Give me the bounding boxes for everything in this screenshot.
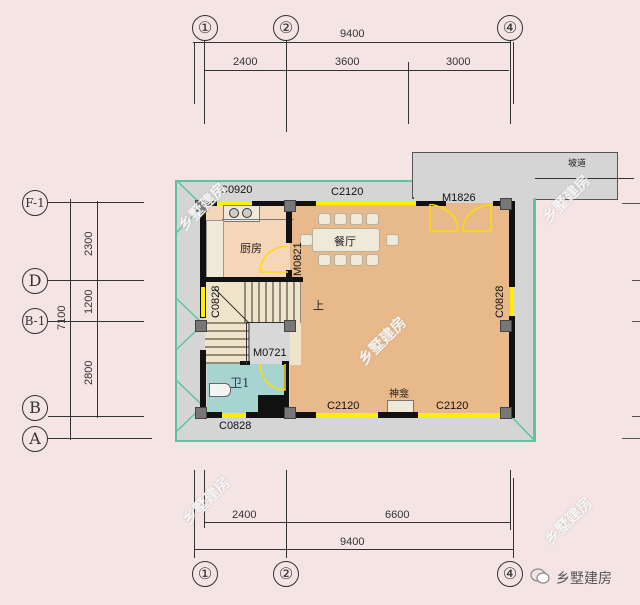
wall-bottom (200, 412, 222, 418)
window-c0828-left (201, 287, 205, 317)
wall-kitchen-right (286, 201, 292, 243)
dim-total-bottom: 9400 (340, 536, 365, 548)
window-c0828-right (510, 287, 514, 316)
column (195, 320, 207, 332)
axis-bubble-A: A (22, 426, 48, 452)
axis-bubble-4-top: ④ (497, 15, 523, 41)
axis-bubble-D: D (22, 268, 48, 294)
dim-seg-1-left: 2300 (83, 231, 95, 256)
dim-seg-3-left: 2800 (83, 360, 95, 385)
dim-total-left: 7100 (56, 305, 68, 330)
dim-line-segments-top (204, 70, 509, 71)
door-m0721-swing (259, 364, 286, 391)
axis-bubble-1-bottom: ① (192, 561, 218, 587)
label-c2120-bottom-right: C2120 (436, 400, 469, 412)
axis-bubble-B1: B-1 (22, 308, 48, 334)
brand-label: 乡墅建房 (556, 570, 612, 586)
wall-top-left (200, 201, 217, 206)
axis-bubble-2-top: ② (273, 15, 299, 41)
label-c0828-right: C0828 (494, 285, 506, 318)
column (500, 198, 512, 210)
column (284, 320, 296, 332)
window-c0828-bottom (222, 413, 246, 417)
stove-burner-2 (242, 208, 252, 218)
wall-left (200, 201, 206, 318)
axis-bubble-B: B (22, 395, 48, 421)
window-c0920 (217, 202, 252, 205)
dim-line-segments-bottom (204, 522, 510, 523)
wall-kitchen-bottom (200, 277, 303, 282)
shower-tray (258, 395, 286, 414)
column (284, 200, 296, 212)
dim-line-total-left (70, 199, 71, 440)
ramp-arrow-line (522, 178, 634, 179)
shrine-label: 神龛 (389, 389, 409, 400)
dim-seg-2-top: 3600 (335, 56, 360, 68)
wechat-icon (530, 568, 550, 584)
dim-seg-3-top: 3000 (446, 56, 471, 68)
axis-bubble-F1: F-1 (22, 190, 48, 216)
bathroom-label: 卫1 (230, 376, 250, 390)
kitchen-label: 厨房 (240, 242, 262, 255)
window-c2120-bottom-left (316, 413, 378, 417)
wall-bath-top (240, 361, 250, 365)
watermark: 乡墅建房 (178, 473, 234, 529)
kitchen-side-counter (206, 220, 224, 278)
label-c0828-left: C0828 (210, 285, 222, 318)
dim-total-top: 9400 (340, 28, 365, 40)
label-c2120-bottom-left: C2120 (327, 400, 360, 412)
label-c0828-bottom: C0828 (219, 420, 252, 432)
stair-up-label: 上 (313, 299, 324, 312)
column (500, 320, 512, 332)
dim-seg-2-left: 1200 (83, 289, 95, 314)
door-m1826-swing (429, 204, 492, 232)
dim-seg-1-bottom: 2400 (232, 509, 257, 521)
staircase (205, 281, 301, 365)
column (195, 407, 207, 419)
toilet (209, 383, 231, 397)
column (284, 407, 296, 419)
label-m1826: M1826 (442, 192, 476, 204)
door-m0821-swing (259, 246, 289, 273)
axis-bubble-1-top: ① (192, 15, 218, 41)
label-c0920: C0920 (220, 184, 253, 196)
dining-table (312, 228, 380, 252)
dim-line-total-bottom (194, 549, 514, 550)
label-m0821: M0821 (292, 242, 304, 276)
ramp-label: 坡道 (568, 159, 587, 169)
axis-bubble-4-bottom: ④ (497, 561, 523, 587)
label-m0721: M0721 (253, 347, 287, 359)
column (500, 407, 512, 419)
dim-line-segments-left (97, 201, 98, 418)
axis-bubble-2-bottom: ② (273, 561, 299, 587)
dim-seg-1-top: 2400 (233, 56, 258, 68)
window-c2120-bottom-right (418, 413, 500, 417)
window-c2120-top (316, 202, 416, 205)
wall-right (509, 201, 515, 287)
wall-bath-right (284, 361, 289, 417)
dim-seg-2-bottom: 6600 (385, 509, 410, 521)
dining-label: 餐厅 (334, 235, 356, 248)
column (195, 200, 207, 212)
stove-burner-1 (229, 208, 239, 218)
hall-floor (248, 322, 290, 364)
watermark: 乡墅建房 (540, 493, 596, 549)
label-c2120-top: C2120 (331, 186, 364, 198)
